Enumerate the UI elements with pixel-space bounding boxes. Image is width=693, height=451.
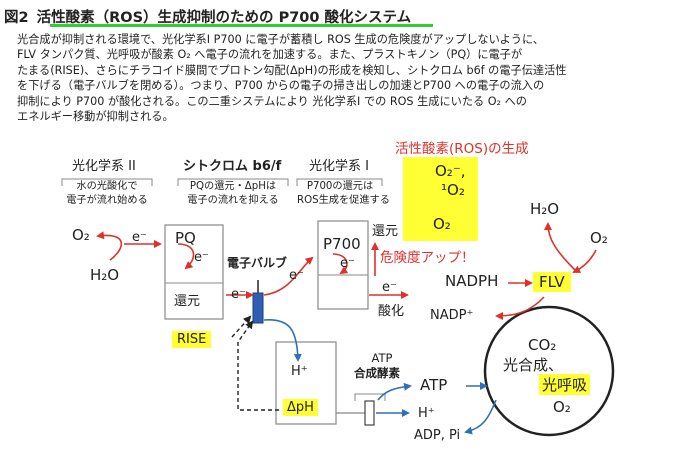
label-nadp: NADP⁺: [430, 308, 474, 323]
label-o2-circle: O₂: [553, 398, 571, 416]
label-h-plus-out: H⁺: [418, 406, 435, 421]
arrow-pq-internal: [177, 243, 195, 270]
figure-title-text: 活性酸素（ROS）生成抑制のための P700 酸化システム: [36, 10, 412, 26]
pq-box: [164, 224, 224, 320]
label-adp-pi: ADP, Pi: [414, 428, 461, 443]
atp-synthase-shape: [364, 400, 375, 426]
label-electron: e⁻: [289, 268, 304, 283]
bracket-ps1: [296, 178, 383, 186]
label-p700: P700: [323, 235, 361, 253]
label-flv: FLV: [533, 272, 571, 292]
arrow-synthase-to-atp: [377, 382, 412, 401]
p700-box: [317, 220, 369, 310]
arrow-flv-to-h2o: [544, 222, 576, 271]
valve-shape: [252, 292, 264, 324]
label-atp: ATP: [420, 376, 448, 394]
arrow-p700-internal: [332, 253, 349, 275]
label-h2o-left: H₂O: [90, 266, 120, 284]
arrow-o2-to-flv: [572, 249, 597, 273]
ros-title: 活性酸素(ROS)の生成: [395, 141, 529, 157]
label-o2-left: O₂: [72, 226, 90, 244]
ros-superoxide: O₂⁻,: [435, 162, 466, 180]
ros-oxygen: O₂: [433, 215, 451, 233]
description-line: たまる(RISE)、さらにチラコイド膜間でプロトン勾配(ΔpH)の形成を検知し、…: [17, 63, 567, 77]
note-cytochrome-b6f: PQの還元・ΔpHは 電子の流れを抑える: [187, 181, 279, 206]
description-line: 抑制により P700 が酸化される。この二重システムにより 光化学系I での R…: [17, 94, 527, 108]
label-delta-ph: ΔpH: [283, 399, 318, 416]
figure-number: 図2: [4, 10, 29, 26]
description-line: 光合成が抑制される環境で、光化学系I P700 に電子が蓄積し ROS 生成の危…: [17, 33, 544, 46]
description-line: FLV タンパク質、光呼吸が酸素 O₂ へ電子の流れを加速する。また、プラストキ…: [17, 48, 523, 62]
label-h2o-right: H₂O: [530, 200, 560, 218]
label-rise: RISE: [172, 331, 212, 348]
note-photosystem-2: 水の光酸化で 電子が流れ始める: [66, 181, 148, 206]
arrow-valve-to-lumen: [263, 319, 302, 362]
label-danger-up: 危険度アップ！: [380, 250, 475, 266]
arrow-valve-to-p700: [263, 256, 314, 296]
ros-singlet-oxygen: ¹O₂: [441, 181, 465, 199]
label-electron: e⁻: [132, 230, 147, 245]
label-electron-valve: 電子バルブ: [227, 256, 288, 270]
bracket-ps2: [61, 178, 153, 186]
label-o2-right: O₂: [590, 229, 608, 247]
header-cytochrome-b6f: シトクロム b6/f: [183, 159, 282, 174]
arrow-circle-to-adp: [464, 399, 497, 435]
title-underline: [50, 24, 433, 27]
figure-title: 図2 活性酸素（ROS）生成抑制のための P700 酸化システム: [4, 6, 411, 27]
label-photosynthesis: 光合成、: [503, 356, 564, 374]
label-h-plus: H⁺: [291, 364, 308, 379]
label-p700-reduced: 還元: [372, 224, 399, 239]
description-line: エネルギー移動が抑制される。: [17, 110, 174, 124]
label-pq-reduced: 還元: [174, 294, 201, 309]
label-electron: e⁻: [194, 250, 209, 265]
label-nadph: NADPH: [445, 272, 499, 290]
chloroplast-circle: [483, 305, 615, 437]
label-pq: PQ: [175, 229, 196, 247]
label-atp-synthase: ATP 合成酵素: [354, 351, 400, 380]
arrow-rise-feedback: [231, 315, 252, 338]
header-photosystem-1: 光化学系 I: [309, 159, 369, 174]
label-oxidized: 酸化: [378, 304, 405, 319]
header-photosystem-2: 光化学系 II: [72, 159, 136, 174]
ros-box: O₂⁻, ¹O₂ O₂: [403, 157, 478, 241]
arrow-flv-to-nadp: [495, 296, 545, 320]
description-line: を下げる（電子バルブを閉める）。つまり、P700 からの電子の掃き出しの加速とP…: [17, 79, 545, 93]
description-paragraph: 光合成が抑制される環境で、光化学系I P700 に電子が蓄積し ROS 生成の危…: [17, 32, 687, 124]
bracket-cytb6f: [177, 178, 289, 186]
label-electron: e⁻: [340, 256, 355, 271]
arrow-water-oxidation: [96, 231, 123, 261]
label-electron: e⁻: [382, 280, 397, 295]
label-electron: e⁻: [231, 287, 246, 302]
arrow-dph-feedback: [237, 320, 279, 411]
note-photosystem-1: P700の還元は ROS生成を促進する: [297, 181, 390, 206]
label-photorespiration: 光呼吸: [539, 374, 591, 395]
label-co2: CO₂: [528, 336, 557, 354]
